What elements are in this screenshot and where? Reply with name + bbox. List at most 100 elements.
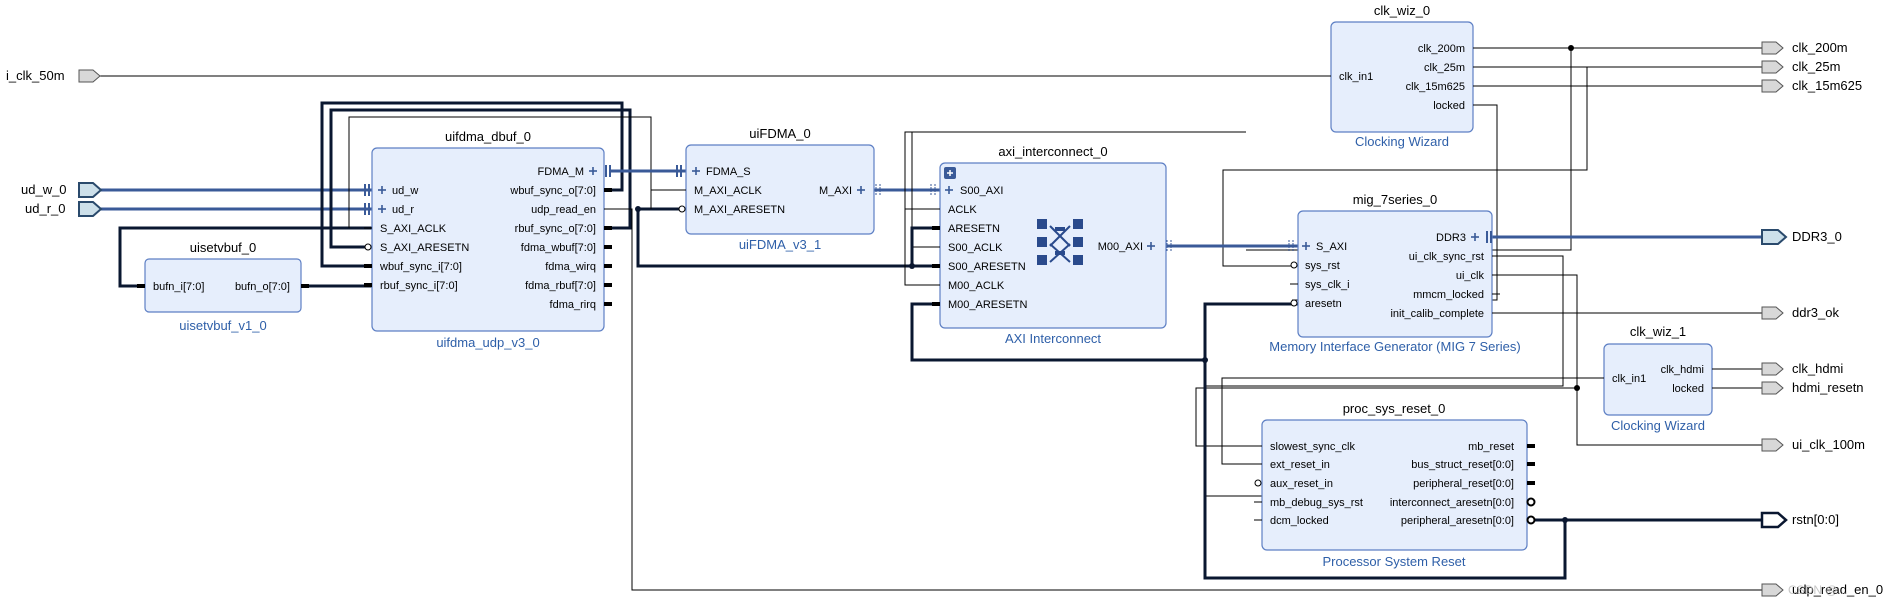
pin-fdma-wirq: fdma_wirq	[545, 261, 596, 273]
port-label: clk_25m	[1792, 59, 1840, 74]
pin-s00-aclk: S00_ACLK	[948, 242, 1003, 254]
block-subtitle: Clocking Wizard	[1355, 134, 1449, 149]
pin-ddr3[interactable]: DDR3	[1436, 231, 1492, 244]
net-aclk[interactable]	[904, 131, 1246, 210]
pin-fdma-rirq: fdma_rirq	[550, 299, 596, 311]
port-udp-read-en-0[interactable]: udp_read_en_0	[1761, 582, 1883, 597]
block-mig[interactable]: mig_7series_0 S_AXI sys_rst sys_clk_i ar…	[1269, 192, 1520, 354]
pin-clk-in1: clk_in1	[1339, 71, 1373, 83]
pin-m-axi[interactable]: M_AXI	[819, 184, 881, 197]
port-hdmi-resetn[interactable]: hdmi_resetn	[1761, 380, 1864, 395]
pin-bus-struct-reset: bus_struct_reset[0:0]	[1411, 459, 1514, 471]
pin-aresetn: ARESETN	[948, 223, 1000, 235]
pin-s-axi-aresetn: S_AXI_ARESETN	[380, 242, 469, 254]
net-clk-25m-branch[interactable]	[1222, 67, 1588, 267]
pin-aux-reset-in: aux_reset_in	[1270, 478, 1333, 490]
net-bufn-i[interactable]	[118, 226, 372, 288]
net-m-axi-aresetn[interactable]	[636, 207, 940, 268]
block-instance-name: uisetvbuf_0	[190, 240, 257, 255]
net-rbuf-sync[interactable]	[329, 108, 632, 249]
pin-fdma-m[interactable]: FDMA_M	[538, 165, 611, 178]
block-uifdma[interactable]: uiFDMA_0 FDMA_S M_AXI_ACLK M_AXI_ARESETN…	[676, 126, 881, 252]
pin-m00-aclk: M00_ACLK	[948, 280, 1005, 292]
pin-label: M00_AXI	[1098, 241, 1143, 253]
pin-s00-axi[interactable]: S00_AXI	[930, 184, 1003, 197]
port-clk-200m[interactable]: clk_200m	[1761, 40, 1848, 55]
pin-mmcm-locked: mmcm_locked	[1413, 289, 1484, 301]
port-label: clk_200m	[1792, 40, 1848, 55]
pin-aresetn: aresetn	[1305, 298, 1342, 310]
port-label: ud_w_0	[21, 182, 67, 197]
pin-ext-reset-in: ext_reset_in	[1270, 459, 1330, 471]
pin-ud-r[interactable]: ud_r	[364, 203, 414, 216]
block-instance-name: mig_7series_0	[1353, 192, 1438, 207]
block-proc-sys-reset[interactable]: proc_sys_reset_0 slowest_sync_clk ext_re…	[1254, 401, 1536, 569]
port-ddr3-ok[interactable]: ddr3_ok	[1761, 305, 1839, 320]
port-ddr3-0[interactable]: DDR3_0	[1761, 229, 1842, 245]
pin-mb-reset: mb_reset	[1468, 441, 1514, 453]
port-label: udp_read_en_0	[1792, 582, 1883, 597]
block-axi-interconnect[interactable]: axi_interconnect_0 S00_AXI ACLK ARESETN …	[930, 144, 1172, 346]
pin-sys-rst: sys_rst	[1305, 260, 1340, 272]
pin-label: S_AXI	[1316, 241, 1347, 253]
block-subtitle: uisetvbuf_v1_0	[179, 318, 266, 333]
pin-fdma-wbuf: fdma_wbuf[7:0]	[521, 242, 596, 254]
port-rstn[interactable]: rstn[0:0]	[1760, 511, 1839, 529]
pin-ud-w[interactable]: ud_w	[364, 184, 418, 197]
block-clk-wiz-1[interactable]: clk_wiz_1 clk_in1 clk_hdmi locked Clocki…	[1596, 324, 1720, 433]
net-wbuf-sync[interactable]	[320, 101, 624, 268]
pin-s-axi[interactable]: S_AXI	[1288, 240, 1347, 253]
pin-fdma-s[interactable]: FDMA_S	[676, 165, 751, 178]
net-peri-aresetn-loop[interactable]	[1203, 304, 1567, 580]
net-udp-read-en[interactable]	[604, 208, 1762, 591]
pin-clk-hdmi: clk_hdmi	[1661, 364, 1704, 376]
pin-label: DDR3	[1436, 232, 1466, 244]
external-ports: i_clk_50m ud_w_0 ud_r_0 clk_200m clk_25m…	[6, 40, 1883, 597]
pin-init-calib-complete: init_calib_complete	[1390, 308, 1484, 320]
pin-rbuf-sync-i: rbuf_sync_i[7:0]	[380, 280, 458, 292]
net-aresetn-ic[interactable]	[910, 226, 940, 266]
port-ud-w-0[interactable]: ud_w_0	[21, 182, 103, 198]
block-uisetvbuf[interactable]: uisetvbuf_0 bufn_i[7:0] bufn_o[7:0] uise…	[137, 240, 309, 333]
port-label: DDR3_0	[1792, 229, 1842, 244]
pin-bufn-o: bufn_o[7:0]	[235, 281, 290, 293]
pin-sys-clk-i: sys_clk_i	[1305, 279, 1350, 291]
pin-clk-in1: clk_in1	[1612, 373, 1646, 385]
port-i-clk-50m[interactable]: i_clk_50m	[6, 68, 101, 83]
block-subtitle: uiFDMA_v3_1	[739, 237, 821, 252]
net-m00-aresetn[interactable]	[910, 302, 1304, 362]
block-subtitle: Memory Interface Generator (MIG 7 Series…	[1269, 339, 1520, 354]
pin-dcm-locked: dcm_locked	[1270, 515, 1329, 527]
net-m-axi-aclk[interactable]	[650, 189, 686, 209]
port-ud-r-0[interactable]: ud_r_0	[25, 201, 103, 217]
block-instance-name: uifdma_dbuf_0	[445, 129, 531, 144]
block-subtitle: AXI Interconnect	[1005, 331, 1101, 346]
net-m00-aclk[interactable]	[904, 209, 940, 286]
port-clk-25m[interactable]: clk_25m	[1761, 59, 1840, 74]
block-clk-wiz-0[interactable]: clk_wiz_0 clk_in1 clk_200m clk_25m clk_1…	[1323, 3, 1481, 149]
block-instance-name: proc_sys_reset_0	[1343, 401, 1446, 416]
net-ui-clk-branch[interactable]	[1195, 387, 1577, 447]
pin-udp-read-en: udp_read_en	[531, 204, 596, 216]
net-ui-clk-sync-rst[interactable]	[1204, 255, 1564, 497]
pin-wbuf-sync-o: wbuf_sync_o[7:0]	[509, 185, 596, 197]
pin-ui-clk: ui_clk	[1456, 270, 1485, 282]
block-instance-name: axi_interconnect_0	[998, 144, 1107, 159]
pin-label: M_AXI	[819, 185, 852, 197]
net-ui-clk[interactable]	[1473, 274, 1762, 446]
pin-wbuf-sync-i: wbuf_sync_i[7:0]	[379, 261, 462, 273]
pin-m00-axi[interactable]: M00_AXI	[1098, 240, 1172, 253]
pin-label: ud_r	[392, 204, 414, 216]
pin-s00-aresetn: S00_ARESETN	[948, 261, 1026, 273]
pin-interconnect-aresetn: interconnect_aresetn[0:0]	[1390, 497, 1514, 509]
pin-mb-debug-sys-rst: mb_debug_sys_rst	[1270, 497, 1363, 509]
block-subtitle: uifdma_udp_v3_0	[436, 335, 539, 350]
net-ext-reset[interactable]	[1221, 377, 1577, 465]
block-subtitle: Clocking Wizard	[1611, 418, 1705, 433]
port-clk-15m625[interactable]: clk_15m625	[1761, 78, 1862, 93]
port-ui-clk-100m[interactable]: ui_clk_100m	[1761, 437, 1865, 452]
block-uifdma-dbuf[interactable]: uifdma_dbuf_0 ud_w ud_r S_AXI_ACLK S_AXI…	[364, 129, 612, 350]
port-clk-hdmi[interactable]: clk_hdmi	[1761, 361, 1843, 376]
pin-label: S00_AXI	[960, 185, 1003, 197]
